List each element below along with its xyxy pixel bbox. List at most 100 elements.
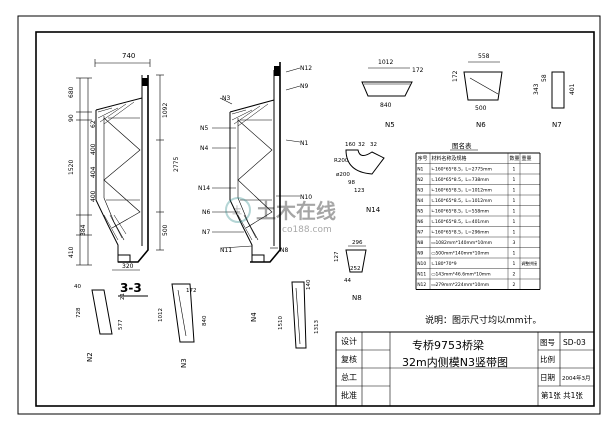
svg-text:252: 252	[350, 266, 361, 272]
svg-text:296: 296	[352, 240, 363, 246]
label-n6: N6	[202, 209, 210, 216]
table-cell-r9-c0: N10	[417, 261, 426, 267]
table-cell-r3-c2: 1	[513, 198, 516, 204]
svg-text:1510: 1510	[278, 316, 284, 330]
parts-view-middle	[212, 62, 301, 263]
dim-left-3: 410	[68, 246, 75, 258]
label-n14: N14	[198, 185, 210, 192]
watermark-main: 土木在线	[256, 199, 336, 223]
svg-text:840: 840	[380, 102, 392, 109]
tb-chief: 总工	[341, 372, 357, 382]
table-cell-r6-c2: 1	[513, 230, 516, 236]
dim-right-0: 1092	[162, 103, 169, 118]
tb-figno-label: 图号	[540, 338, 555, 347]
label-n8-view: N8	[352, 294, 362, 302]
dim-right-1: 2775	[173, 157, 180, 172]
dim-bottom: 320	[122, 263, 134, 270]
table-cell-r2-c1: ∟160*65*8.5，L=1012mm	[431, 188, 492, 194]
svg-text:401: 401	[569, 83, 576, 95]
svg-text:44: 44	[344, 278, 351, 284]
table-header-2: 数量	[510, 155, 520, 162]
table-cell-r0-c1: ∟160*65*8.5，L=2775mm	[431, 167, 492, 173]
table-cell-r8-c0: N9	[417, 251, 423, 257]
table-cell-r1-c1: ∟160*65*8.5，L=738mm	[431, 177, 489, 183]
tb-drawing: 32m内侧模N3竖带图	[402, 355, 508, 369]
svg-text:343: 343	[533, 83, 540, 95]
table-cell-r7-c2: 3	[513, 240, 516, 246]
dim-left-8: 62	[90, 120, 97, 128]
svg-text:728: 728	[76, 307, 82, 318]
table-cell-r6-c0: N7	[417, 230, 423, 236]
label-n11: N11	[220, 247, 232, 254]
part-n8: 296 127 252 44 N8	[334, 240, 367, 302]
dim-left-6: 404	[90, 166, 97, 178]
svg-text:123: 123	[354, 188, 365, 194]
table-cell-r4-c1: ∟160*65*8.5，L=558mm	[431, 209, 489, 215]
label-n10: N10	[300, 194, 312, 201]
dim-left-5: 400	[90, 143, 97, 155]
svg-text:32: 32	[370, 142, 377, 148]
dim-left-7: 400	[90, 190, 97, 202]
svg-text:58: 58	[541, 74, 548, 82]
table-cell-r0-c2: 1	[513, 167, 516, 173]
table-header-1: 材料名称及规格	[432, 155, 467, 162]
table-cell-r9-c3: 调整拼接	[521, 260, 537, 266]
svg-text:1313: 1313	[314, 320, 320, 334]
svg-text:ø200: ø200	[336, 172, 350, 178]
svg-text:140: 140	[306, 279, 312, 290]
svg-text:500: 500	[475, 105, 487, 112]
label-n3-view: N3	[180, 358, 188, 368]
dim-left-1: 90	[68, 114, 75, 122]
tb-design: 设计	[341, 336, 357, 346]
table-cell-r9-c2: 1	[513, 261, 516, 267]
part-n2: 40 728 21 577 N2	[74, 284, 126, 362]
svg-text:土: 土	[232, 204, 242, 217]
label-n4: N4	[200, 145, 208, 152]
part-n5: 1012 172 840 N5	[361, 59, 424, 129]
table-cell-r1-c0: N2	[417, 177, 423, 183]
note: 说明：图示尺寸均以mm计。	[425, 314, 542, 326]
tb-sheet: 第1张 共1张	[541, 390, 583, 400]
table-cell-r5-c1: ∟160*65*8.5，L=401mm	[431, 219, 489, 225]
table-cell-r8-c2: 1	[513, 251, 516, 257]
part-n7: 343 58 401 N7	[533, 71, 576, 129]
dim-top-width: 740	[122, 52, 135, 60]
table-cell-r5-c2: 1	[513, 219, 516, 225]
table-cell-r11-c1: ▭279mm*224mm*10mm	[431, 282, 489, 288]
table-cell-r3-c1: ∟160*65*8.5，L=1012mm	[431, 198, 492, 204]
label-n7-view: N7	[552, 121, 562, 129]
svg-text:1012: 1012	[378, 59, 393, 66]
svg-text:40: 40	[74, 284, 81, 290]
table-header-3: 重量	[522, 155, 532, 162]
label-n2-view: N2	[86, 352, 94, 362]
tb-approve: 批准	[341, 390, 357, 400]
table-cell-r10-c2: 2	[513, 272, 516, 278]
tb-project: 专桥9753桥梁	[412, 338, 484, 352]
part-n3: 172 1012 840 N3	[158, 283, 208, 368]
label-n5: N5	[200, 125, 208, 132]
svg-text:172: 172	[186, 288, 197, 294]
svg-text:172: 172	[452, 70, 459, 82]
table-cell-r8-c1: ▭500mm*140mm*10mm	[431, 251, 489, 257]
title-block	[335, 331, 595, 407]
svg-text:840: 840	[202, 315, 208, 326]
svg-text:1012: 1012	[158, 308, 164, 322]
table-cell-r1-c2: 1	[513, 177, 516, 183]
dim-left-0: 680	[68, 86, 75, 98]
table-cell-r11-c0: N12	[417, 282, 426, 288]
table-cell-r4-c2: 1	[513, 209, 516, 215]
table-cell-r10-c0: N11	[417, 272, 426, 278]
label-n7: N7	[202, 229, 210, 236]
label-n1: N1	[300, 140, 308, 147]
svg-text:577: 577	[118, 319, 124, 330]
tb-date-label: 日期	[540, 373, 555, 382]
svg-text:98: 98	[348, 180, 355, 186]
table-cell-r9-c1: ∟180*70*9	[431, 261, 457, 267]
label-n12: N12	[300, 65, 312, 72]
svg-text:127: 127	[334, 251, 340, 262]
table-cell-r11-c2: 2	[513, 282, 516, 288]
dim-right-2: 500	[162, 224, 169, 236]
tb-review: 复核	[341, 354, 357, 364]
